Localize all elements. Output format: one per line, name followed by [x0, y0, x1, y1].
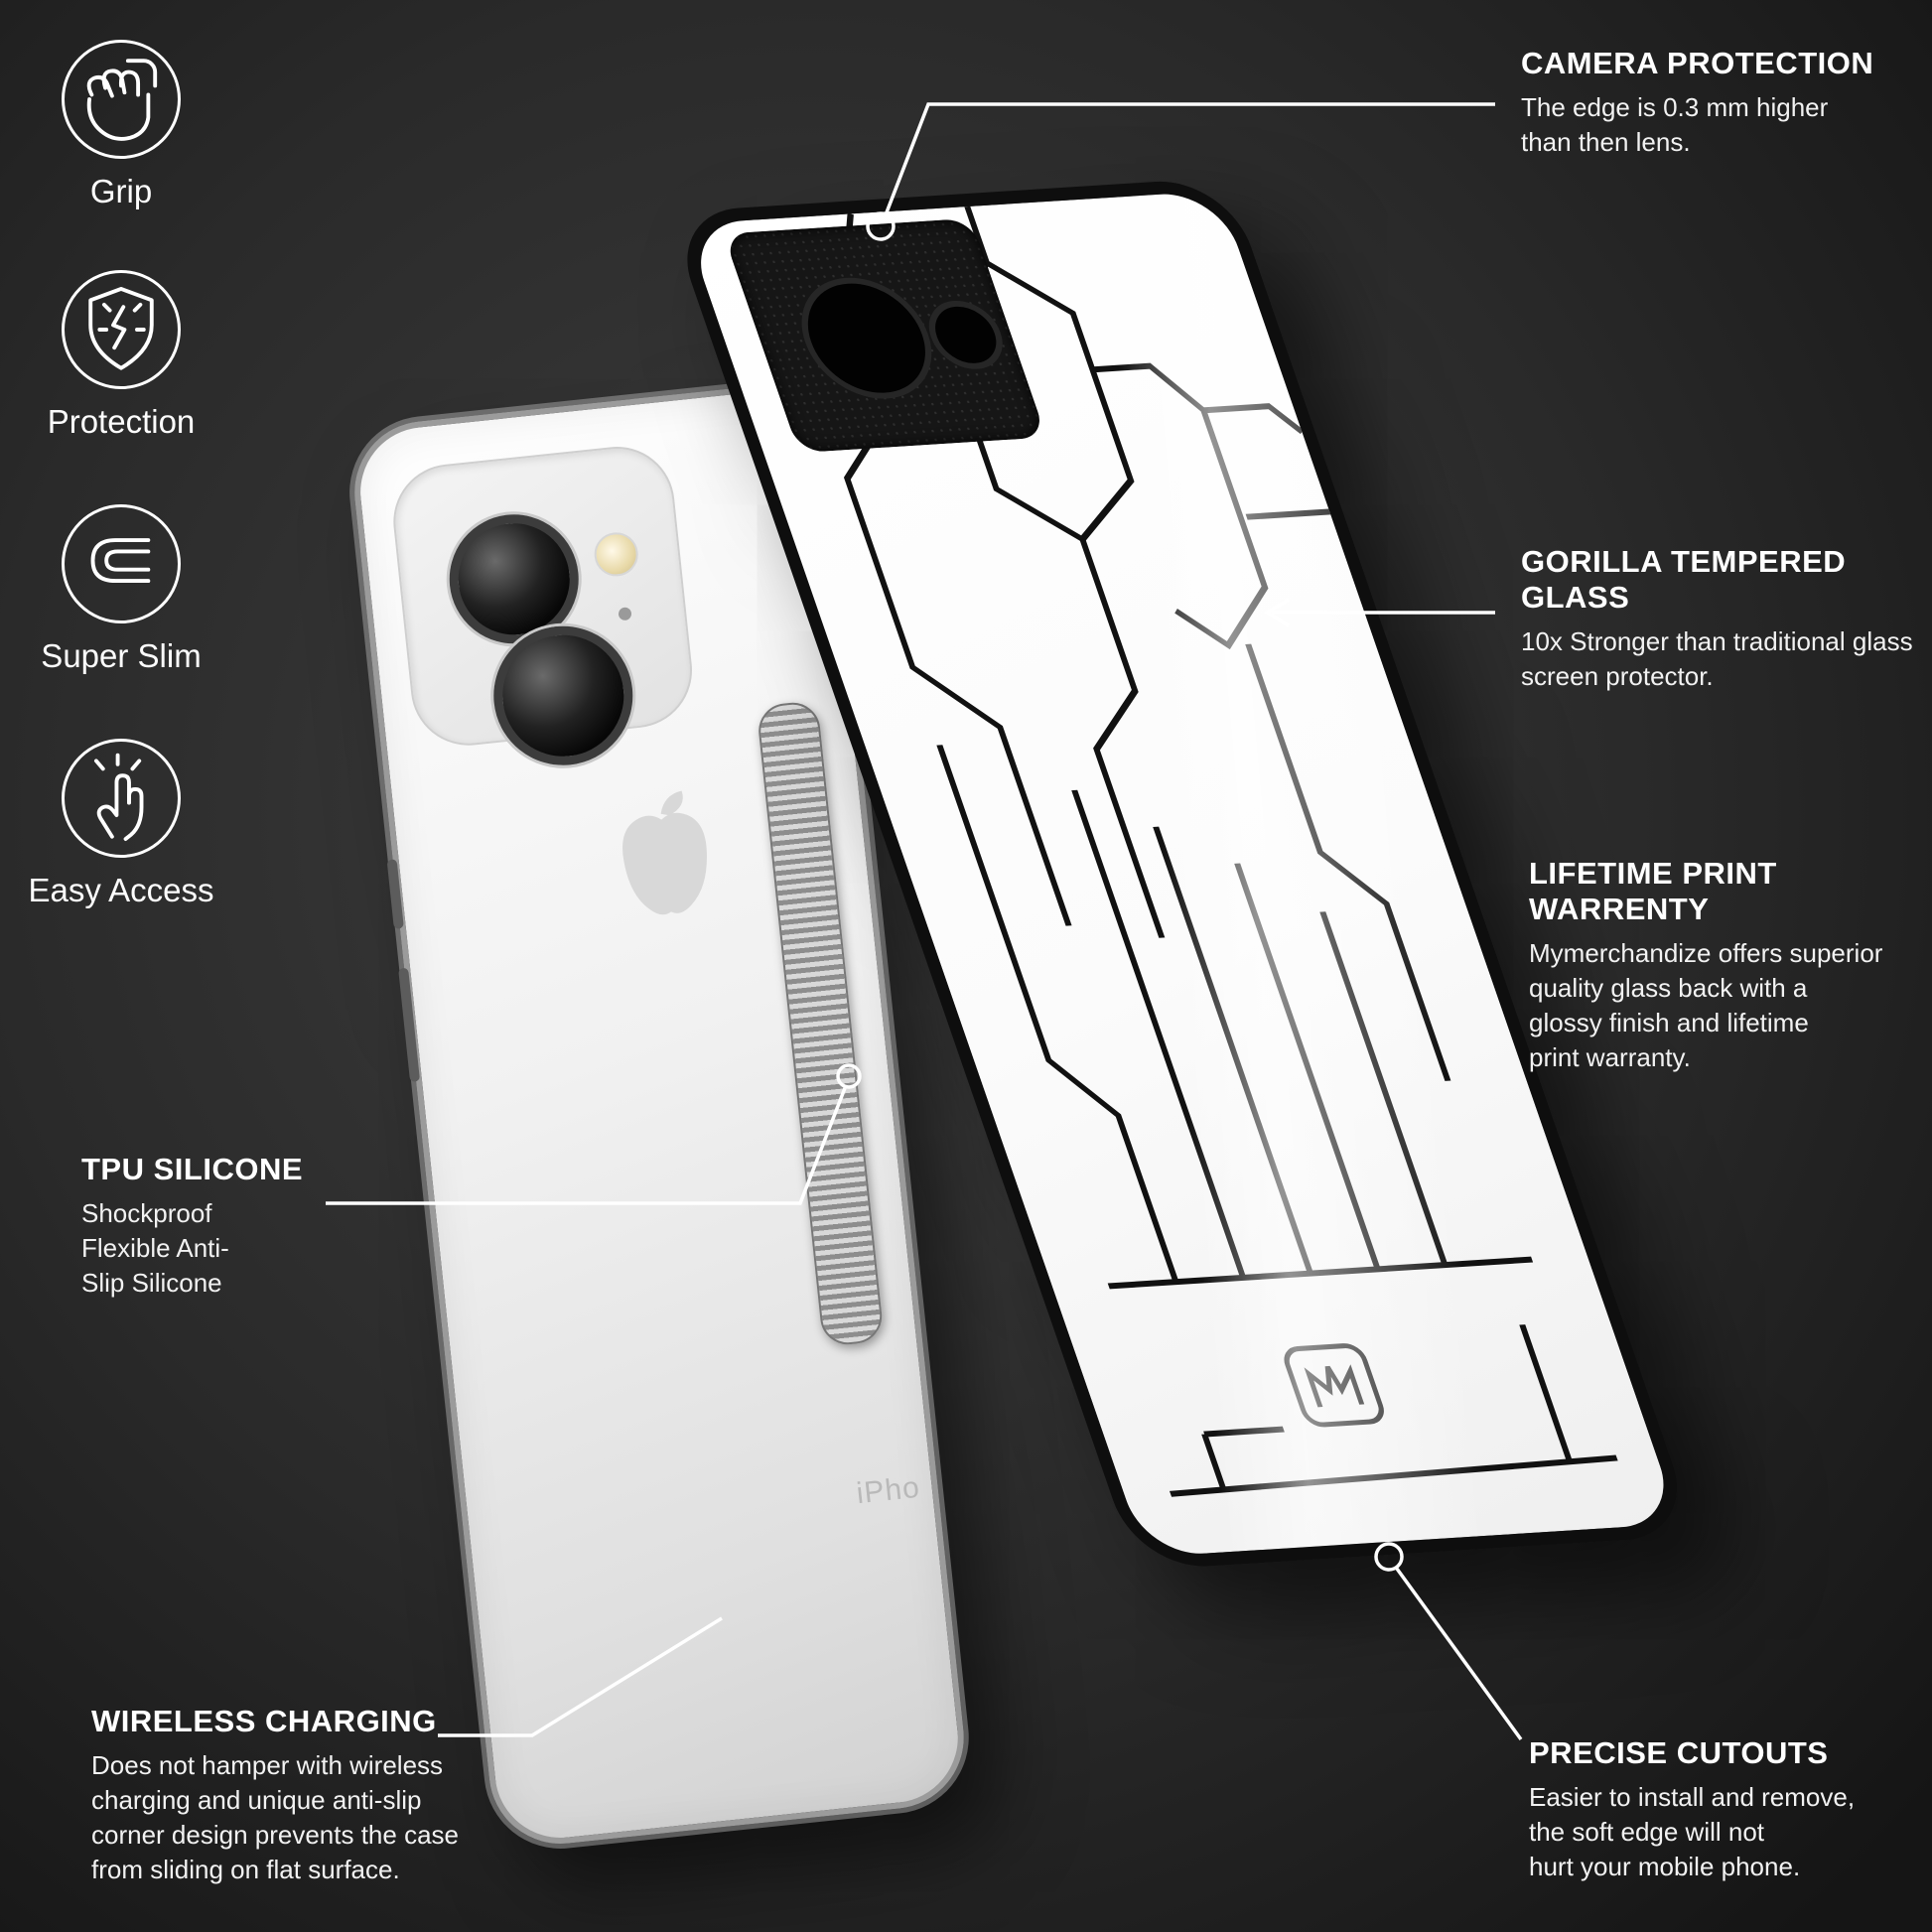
flash-led-icon: [592, 530, 640, 579]
ribbed-grip-strip: [756, 700, 885, 1347]
protection-icon: [62, 270, 181, 389]
callout-desc: Easier to install and remove, the soft e…: [1529, 1782, 1856, 1882]
feature-label: Easy Access: [28, 872, 214, 908]
case-lens-hole-large: [783, 273, 949, 403]
feature-protection: Protection: [48, 270, 195, 440]
apple-logo-icon: [622, 790, 707, 915]
callout-title: CAMERA PROTECTION: [1521, 46, 1874, 80]
case-lens-hole-small: [918, 298, 1013, 371]
callout-wireless-charging: WIRELESS CHARGING Does not hamper with w…: [91, 1704, 459, 1887]
brand-logo-icon: [1284, 1343, 1384, 1428]
callout-lifetime-warranty: LIFETIME PRINT WARRENTY Mymerchandize of…: [1529, 856, 1932, 1075]
feature-label: Super Slim: [41, 637, 202, 674]
grip-icon: [62, 40, 181, 159]
easy-access-icon: [62, 739, 181, 858]
callout-precise-cutouts: PRECISE CUTOUTS Easier to install and re…: [1529, 1735, 1855, 1884]
callout-desc: Does not hamper with wireless charging a…: [91, 1750, 459, 1885]
callout-tpu-silicone: TPU SILICONE Shockproof Flexible Anti- S…: [81, 1152, 303, 1301]
super-slim-icon: [62, 504, 181, 623]
callout-title: LIFETIME PRINT WARRENTY: [1529, 856, 1777, 926]
feature-label: Protection: [47, 403, 196, 440]
callout-desc: Mymerchandize offers superior quality gl…: [1529, 938, 1883, 1073]
feature-super-slim: Super Slim: [41, 504, 202, 674]
callout-title: WIRELESS CHARGING: [91, 1704, 437, 1738]
callout-title: TPU SILICONE: [81, 1152, 304, 1186]
brand-text: iPho: [855, 1470, 922, 1511]
callout-camera-protection: CAMERA PROTECTION The edge is 0.3 mm hig…: [1521, 46, 1873, 160]
precise-cutouts-line: [1374, 1542, 1523, 1741]
volume-button: [398, 967, 421, 1083]
mic-dot: [618, 607, 632, 621]
feature-label: Grip: [89, 173, 153, 209]
callout-title: GORILLA TEMPERED GLASS: [1521, 544, 1847, 615]
callout-gorilla-glass: GORILLA TEMPERED GLASS 10x Stronger than…: [1521, 544, 1932, 694]
camera-module: [387, 441, 698, 772]
glass-case-back: [667, 177, 1698, 1571]
callout-desc: The edge is 0.3 mm higher than then lens…: [1521, 92, 1829, 158]
callout-title: PRECISE CUTOUTS: [1529, 1735, 1829, 1770]
feature-easy-access: Easy Access: [28, 739, 214, 908]
feature-grip: Grip: [62, 40, 181, 209]
callout-desc: Shockproof Flexible Anti- Slip Silicone: [81, 1198, 229, 1299]
callout-desc: 10x Stronger than traditional glass scre…: [1521, 626, 1913, 692]
volume-button: [386, 859, 404, 929]
